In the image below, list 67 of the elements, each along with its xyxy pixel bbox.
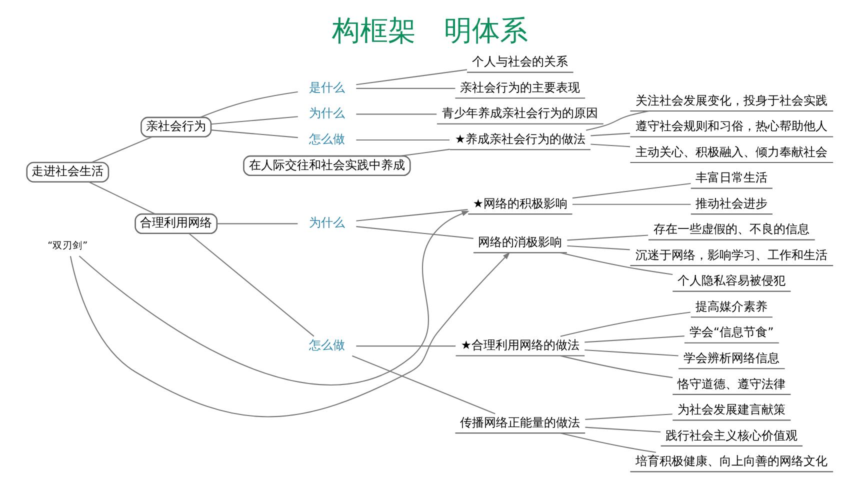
node-box: 在人际交往和社会实践中养成	[243, 154, 411, 176]
node-text: 沉迷于网络，影响学习、工作和生活	[636, 247, 828, 262]
connector	[217, 222, 298, 224]
node-text: 亲社会行为的主要表现	[460, 80, 580, 94]
node-text: “双刃剑”	[48, 240, 88, 252]
node-text: 传播网络正能量的做法	[460, 414, 580, 429]
node-text: 提高媒介素养	[696, 298, 768, 313]
node-text: 培育积极健康、向上向善的网络文化	[636, 454, 828, 468]
connector	[567, 234, 648, 240]
node-text: 关注社会发展变化，投身于社会实践	[636, 92, 828, 107]
connector	[200, 90, 298, 118]
node-text: ★网络的积极影响	[472, 196, 568, 210]
diagram-title: 构框架 明体系	[332, 13, 528, 46]
connector	[356, 68, 468, 85]
node-text: 个人与社会的关系	[472, 54, 568, 68]
node-text: 为社会发展建言献策	[678, 402, 786, 416]
connector	[356, 87, 456, 88]
node-text: 恪守道德、遵守法律	[678, 376, 786, 390]
connector	[92, 136, 152, 162]
node-box: 合理利用网络	[134, 212, 218, 234]
node-text: 推动社会进步	[696, 196, 768, 210]
connector	[560, 311, 690, 336]
connector	[560, 432, 656, 452]
connector	[211, 116, 298, 124]
connector	[572, 203, 691, 204]
node-text: 网络的消极影响	[478, 234, 562, 249]
node-text: ★合理利用网络的做法	[460, 338, 580, 352]
connector	[560, 354, 673, 378]
node-box: 走进社会生活	[26, 161, 110, 182]
node-box: 亲社会行为	[140, 116, 212, 137]
connector	[585, 426, 661, 432]
node-text: 学会辨析网络信息	[684, 350, 780, 364]
connector	[356, 208, 468, 221]
node-text: 丰富日常生活	[696, 170, 768, 184]
connector	[356, 138, 450, 140]
connector	[356, 226, 474, 238]
connector	[572, 182, 691, 198]
connector	[356, 345, 456, 346]
connector	[567, 244, 630, 250]
node-text: 个人隐私容易被侵犯	[678, 273, 786, 288]
node-text: 青少年养成亲社会行为的原因	[442, 106, 598, 120]
node-text: 为什么	[308, 106, 345, 120]
connector	[88, 180, 155, 214]
node-text: 存在一些虚假的、不良的信息	[654, 222, 810, 236]
connector	[356, 113, 437, 114]
node-text: 为什么	[308, 215, 345, 230]
arrow	[78, 210, 470, 385]
connector	[584, 335, 684, 342]
node-text: ★养成亲社会行为的做法	[454, 131, 586, 146]
node-text: 遵守社会规则和习俗，热心帮助他人	[636, 118, 828, 133]
connector	[585, 413, 672, 420]
connector	[584, 348, 678, 356]
connector	[586, 110, 649, 130]
node-text: 怎么做	[308, 338, 345, 352]
connector	[352, 354, 496, 414]
node-text: 是什么	[308, 80, 345, 94]
arrow	[70, 252, 510, 417]
connector	[590, 143, 630, 147]
node-text: 怎么做	[308, 131, 345, 146]
connector	[400, 148, 450, 156]
node-text: 学会“信息节食”	[690, 324, 774, 339]
node-text: 践行社会主义核心价值观	[666, 428, 798, 442]
connector	[189, 232, 314, 336]
connector	[211, 129, 298, 138]
connector	[560, 252, 673, 274]
connector	[590, 132, 630, 136]
node-text: 主动关心、积极融入、倾力奉献社会	[636, 144, 828, 158]
